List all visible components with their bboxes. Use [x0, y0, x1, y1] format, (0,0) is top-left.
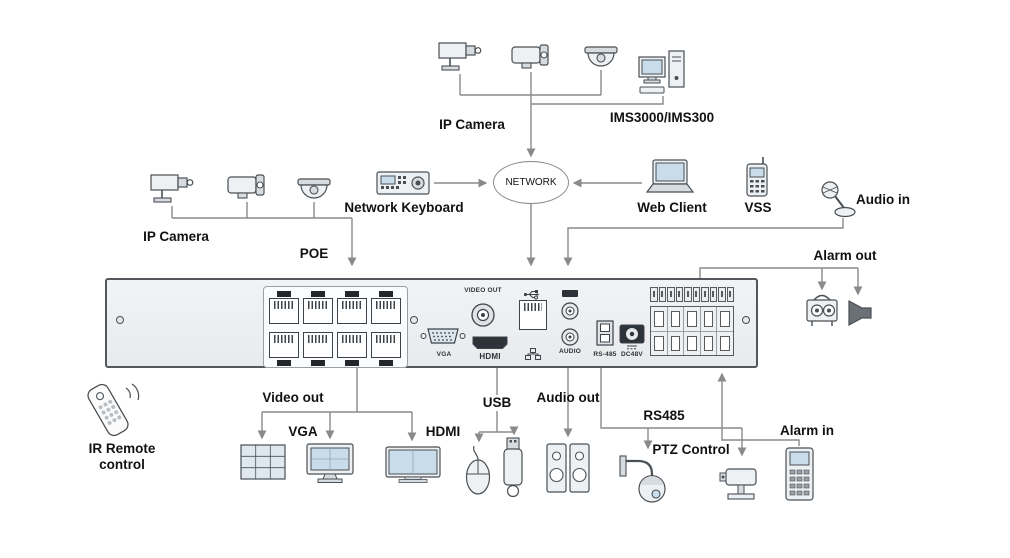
label-hdmi: HDMI [425, 424, 461, 439]
label-ip-camera-left: IP Camera [143, 229, 209, 244]
network-keyboard-icon [376, 166, 430, 198]
nvr-dc48v-label: DC48V [621, 351, 643, 358]
wire-top-cameras [459, 70, 602, 96]
port-latch [345, 360, 359, 366]
alarm-siren-icon [804, 292, 840, 330]
microphone-icon [818, 180, 858, 220]
label-vga: VGA [288, 424, 318, 439]
dome-camera-icon-left [296, 178, 332, 204]
label-ip-camera-top: IP Camera [439, 117, 505, 132]
usb-stick-icon [500, 437, 526, 499]
screw-icon [410, 316, 418, 324]
port-latch [345, 291, 359, 297]
nvr-video-out-label: VIDEO OUT [464, 287, 502, 294]
label-usb: USB [477, 395, 517, 411]
network-cloud: NETWORK [493, 161, 569, 204]
alarm-terminal-strip [650, 287, 734, 302]
dc-symbol-icon [626, 345, 638, 350]
ethernet-port-icon [371, 332, 401, 358]
port-latch [277, 291, 291, 297]
vss-phone-icon [744, 156, 770, 198]
ethernet-port-icon [303, 332, 333, 358]
ethernet-port-icon [337, 332, 367, 358]
port-latch [277, 360, 291, 366]
screw-icon [742, 316, 750, 324]
dc-power-icon [619, 324, 645, 344]
wire-audio-in [563, 218, 844, 267]
dome-camera-icon-top [583, 46, 619, 72]
ptz-camera-stand-icon [718, 459, 766, 505]
alarm-terminal-block [650, 306, 734, 356]
nvr-vga-label: VGA [436, 351, 452, 358]
label-vss: VSS [744, 200, 772, 215]
hdmi-port-icon [470, 335, 510, 351]
wire-rs485-trunk [600, 368, 742, 429]
ethernet-port-icon [269, 332, 299, 358]
mouse-icon [462, 444, 494, 496]
rca-jack-icon [560, 327, 580, 347]
lan-port-icon [519, 300, 547, 330]
screw-icon [116, 316, 124, 324]
ethernet-port-icon [337, 298, 367, 324]
ethernet-port-icon [269, 298, 299, 324]
rs485-terminal-icon [596, 320, 614, 346]
port-latch [311, 360, 325, 366]
wire-ims-join [531, 96, 664, 105]
label-alarm-out: Alarm out [813, 248, 877, 263]
box-camera-icon-left [148, 172, 196, 208]
label-audio-out: Audio out [536, 390, 600, 405]
horn-speaker-icon [840, 298, 874, 328]
web-client-laptop-icon [644, 158, 696, 196]
nvr-rear-panel: VGA VIDEO OUT HDMI AUDIO [105, 278, 758, 368]
label-ims: IMS3000/IMS300 [609, 110, 715, 125]
bullet-camera-icon-top [510, 44, 552, 72]
nvr-audio-label: AUDIO [559, 348, 581, 355]
label-audio-in: Audio in [856, 192, 910, 207]
label-video-out: Video out [262, 390, 324, 405]
vga-connector-icon [420, 322, 466, 350]
port-latch [311, 291, 325, 297]
label-web-client: Web Client [637, 200, 707, 215]
wire-video-out-trunk [262, 368, 412, 413]
label-network-keyboard: Network Keyboard [344, 200, 464, 215]
label-alarm-in: Alarm in [779, 423, 834, 438]
network-cloud-label: NETWORK [505, 177, 557, 188]
alarm-in-device-icon [779, 446, 819, 504]
usb-symbol-icon [523, 289, 541, 300]
nvr-rs485-label: RS-485 [593, 351, 617, 358]
label-ptz-control: PTZ Control [652, 442, 730, 457]
port-latch [379, 291, 393, 297]
label-rs485: RS485 [643, 408, 685, 423]
ptz-camera-arm-icon [618, 452, 676, 506]
bullet-camera-icon-left [226, 174, 268, 202]
ethernet-port-icon [303, 298, 333, 324]
audio-out-tag [562, 290, 578, 297]
ir-remote-icon [80, 374, 146, 442]
port-latch [379, 360, 393, 366]
vga-monitor-icon [305, 442, 355, 486]
label-poe: POE [299, 246, 329, 261]
hdmi-monitor-icon [385, 446, 441, 484]
speakers-icon [545, 441, 591, 495]
label-ir-remote: IR Remote control [88, 441, 156, 472]
rca-jack-icon [560, 301, 580, 321]
wire-alarm-in [717, 372, 800, 446]
box-camera-icon-top [436, 40, 484, 76]
wire-alarm-out-trunk [699, 267, 858, 279]
nvr-hdmi-label: HDMI [479, 352, 501, 361]
lan-symbol-icon [525, 348, 541, 360]
wire-left-cameras [171, 202, 352, 219]
ims-computer-icon [638, 50, 688, 96]
bnc-connector-icon [470, 302, 496, 328]
video-wall-icon [240, 444, 286, 480]
ethernet-port-icon [371, 298, 401, 324]
